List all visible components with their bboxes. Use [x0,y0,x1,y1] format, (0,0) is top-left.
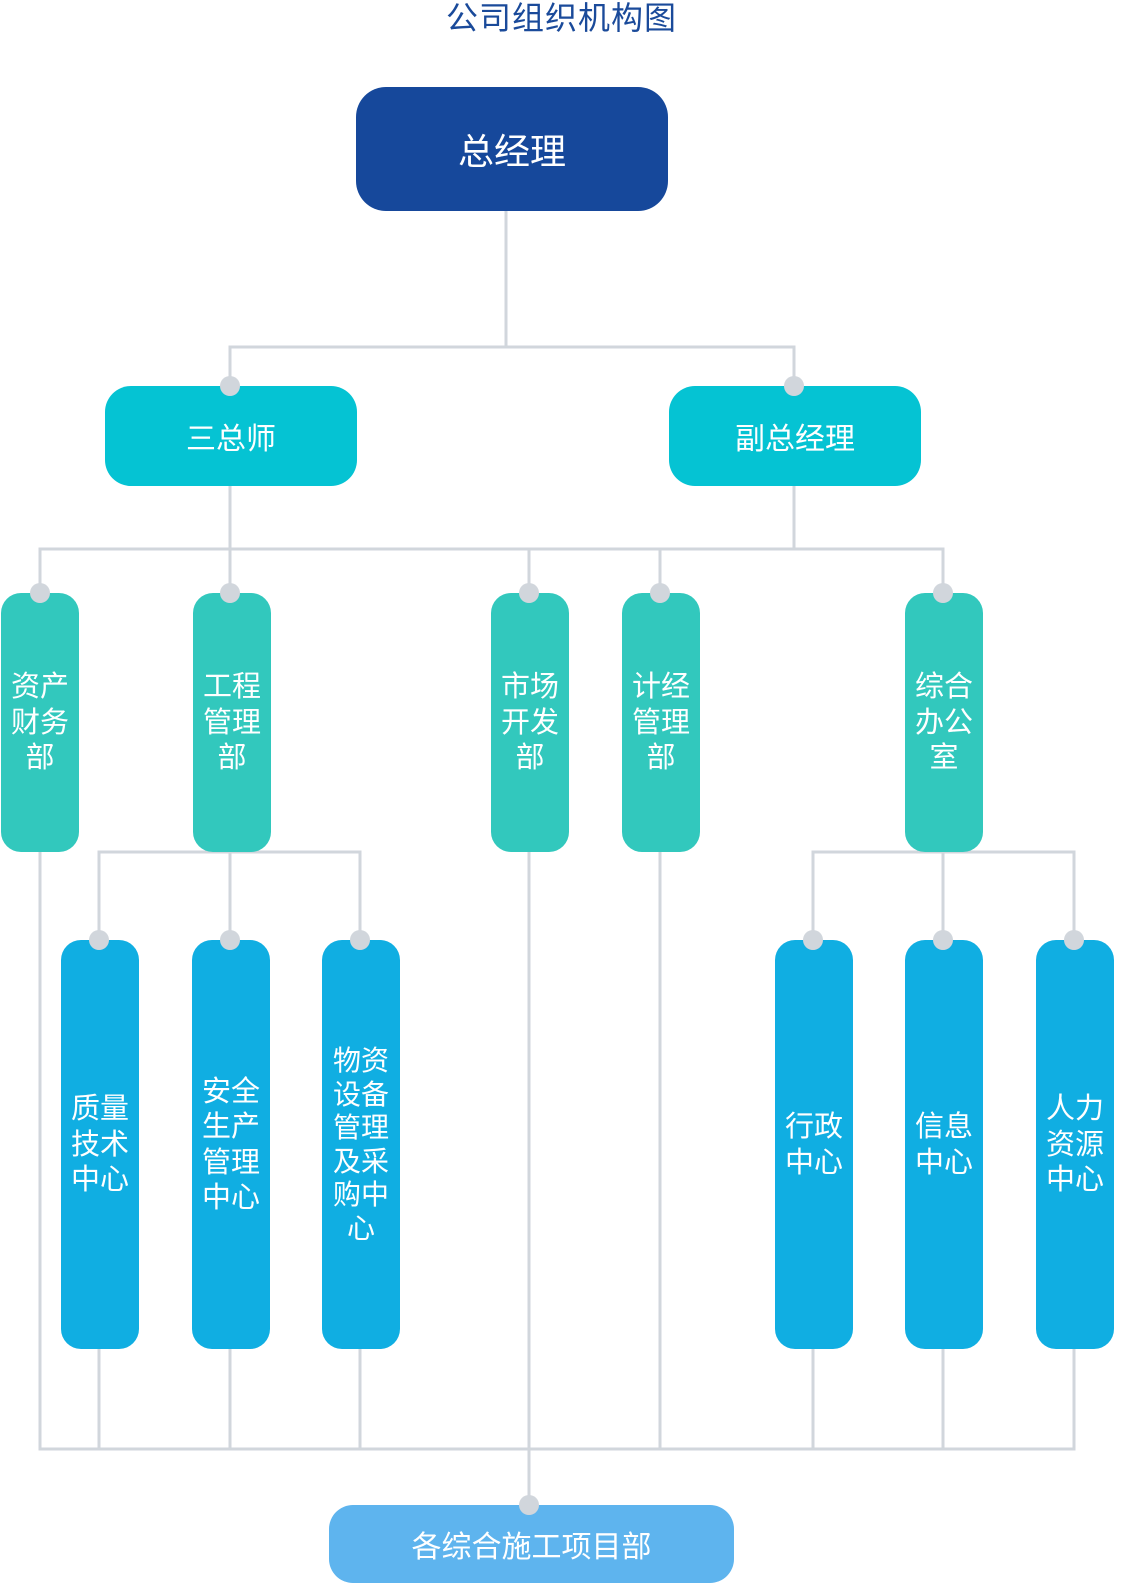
connector-dot [220,930,240,950]
node-quality-technology-center: 质量技术中心 [61,940,139,1349]
node-human-resources-center: 人力资源中心 [1036,940,1114,1349]
node-project-departments: 各综合施工项目部 [329,1505,734,1583]
connector-dot [220,376,240,396]
node-market-development-dept: 市场开发部 [491,593,569,852]
node-asset-finance-dept: 资产财务部 [1,593,79,852]
connector-dot [89,930,109,950]
connector-dot [1064,930,1084,950]
chart-title: 公司组织机构图 [445,0,677,37]
node-planning-economics-dept: 计经管理部 [622,593,700,852]
node-deputy-general-manager: 副总经理 [669,386,921,486]
connector-dot [519,583,539,603]
node-engineering-mgmt-dept: 工程管理部 [193,593,271,852]
connector-dot [933,583,953,603]
node-chief-engineers: 三总师 [105,386,357,486]
node-general-manager: 总经理 [356,87,668,211]
connector-dot [784,376,804,396]
connector-dot [803,930,823,950]
connector-dot [519,1495,539,1515]
node-safety-production-center: 安全生产管理中心 [192,940,270,1349]
node-materials-procurement-center: 物资设备管理及采购中心 [322,940,400,1349]
connector-dot [220,583,240,603]
connector-dot [30,583,50,603]
node-information-center: 信息中心 [905,940,983,1349]
connector-dot [650,583,670,603]
connector-dot [933,930,953,950]
node-general-office: 综合办公室 [905,593,983,852]
connector-dot [350,930,370,950]
node-administration-center: 行政中心 [775,940,853,1349]
